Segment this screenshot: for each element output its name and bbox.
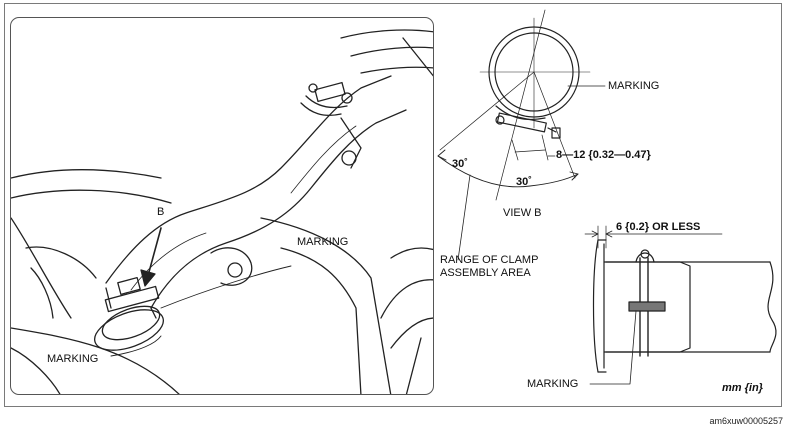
side-view-marking-label: MARKING [527, 378, 579, 390]
angle-right-label: 30˚ [516, 176, 532, 188]
units-label: mm {in} [722, 382, 763, 394]
flange-distance-dimension: 6 {0.2} OR LESS [616, 221, 701, 233]
range-label-line2: ASSEMBLY AREA [440, 267, 531, 279]
marking-block [628, 301, 666, 312]
arrow-b-label: B [157, 206, 165, 218]
clamp-distance-dimension: 8—12 {0.32—0.47} [556, 149, 651, 161]
marking-label-lower: MARKING [47, 353, 99, 365]
view-b-marking-label: MARKING [608, 80, 660, 92]
figure-code: am6xuw00005257 [709, 416, 783, 426]
view-b-title: VIEW B [503, 207, 542, 219]
marking-label-upper: MARKING [297, 236, 349, 248]
range-label-line1: RANGE OF CLAMP [440, 254, 539, 266]
angle-left-label: 30˚ [452, 158, 468, 170]
hose-drawing [11, 29, 433, 394]
hose-installation-illustration: B MARKING MARKING [10, 17, 434, 395]
